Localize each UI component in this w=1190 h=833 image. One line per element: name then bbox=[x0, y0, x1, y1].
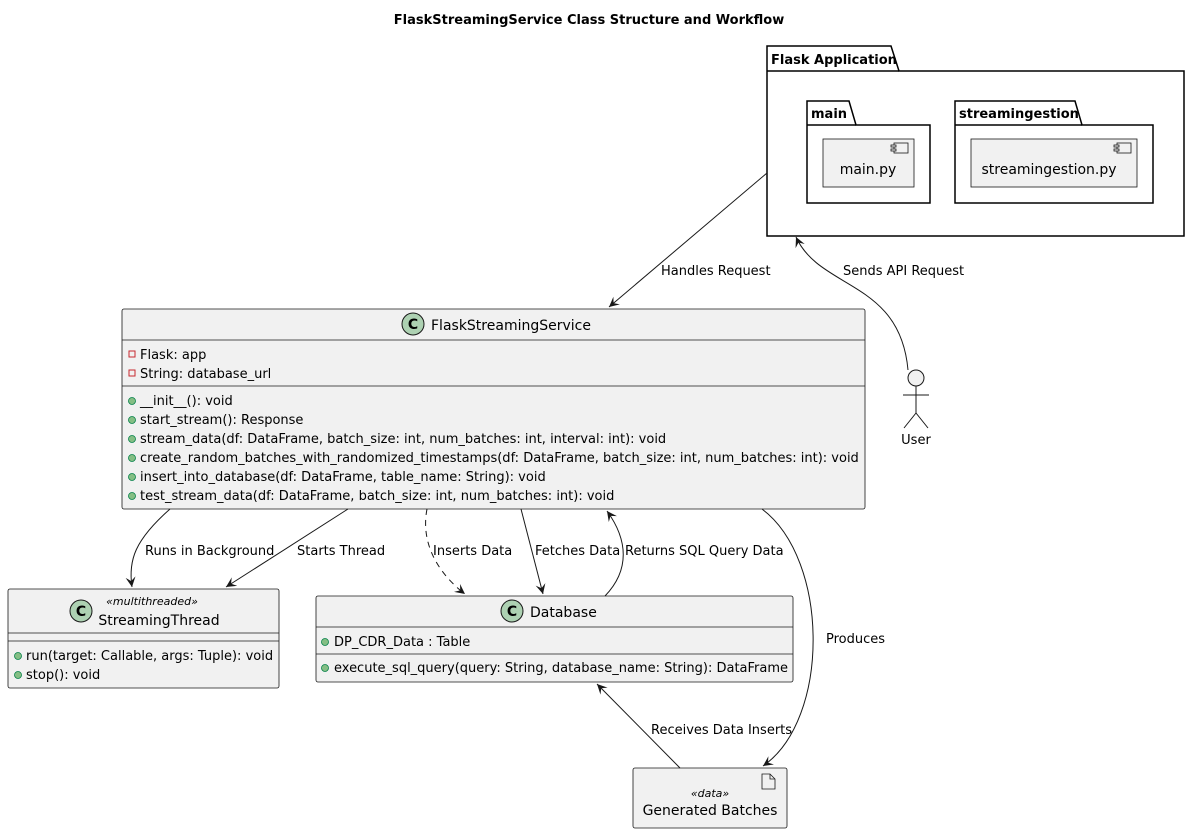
edge-sends-api-request: Sends API Request bbox=[795, 236, 964, 371]
edge-label-starts-thread: Starts Thread bbox=[297, 544, 385, 559]
method-stream-data: stream_data(df: DataFrame, batch_size: i… bbox=[140, 432, 666, 447]
component-icon bbox=[1113, 142, 1132, 154]
svg-text:C: C bbox=[408, 317, 418, 333]
class-badge-icon: C bbox=[500, 599, 524, 623]
actor-user[interactable]: User bbox=[901, 369, 931, 448]
package-label-streamingestion: streamingestion bbox=[959, 107, 1079, 122]
method-start-stream: start_stream(): Response bbox=[140, 413, 303, 428]
edge-inserts-data: Inserts Data bbox=[425, 508, 512, 595]
package-label-flask-application: Flask Application bbox=[771, 53, 897, 68]
method-stop: stop(): void bbox=[26, 668, 100, 683]
edge-label-handles-request: Handles Request bbox=[661, 264, 771, 279]
stereotype-data: «data» bbox=[691, 787, 730, 800]
artifact-generated-batches[interactable]: «data» Generated Batches bbox=[632, 767, 788, 829]
edge-label-receives-data-inserts: Receives Data Inserts bbox=[651, 723, 792, 738]
method-test-stream-data: test_stream_data(df: DataFrame, batch_si… bbox=[140, 489, 614, 504]
edge-runs-in-background: Runs in Background bbox=[125, 508, 274, 588]
package-label-main: main bbox=[811, 107, 847, 122]
public-method-marker-icon bbox=[128, 397, 136, 405]
artifact-label-generated-batches: Generated Batches bbox=[643, 803, 778, 819]
public-field-marker-icon bbox=[321, 638, 329, 646]
field-database-url: String: database_url bbox=[140, 367, 271, 382]
class-name-flask-streaming-service: FlaskStreamingService bbox=[431, 318, 591, 334]
edge-returns-sql-query-data: Returns SQL Query Data bbox=[604, 510, 784, 597]
private-field-marker-icon bbox=[128, 350, 136, 358]
edge-handles-request: Handles Request bbox=[608, 172, 771, 308]
edge-label-fetches-data: Fetches Data bbox=[535, 544, 620, 559]
public-method-marker-icon bbox=[128, 492, 136, 500]
component-streamingestion-py[interactable]: streamingestion.py bbox=[970, 138, 1138, 188]
edge-produces: Produces bbox=[761, 508, 885, 767]
user-actor-icon bbox=[903, 369, 929, 429]
component-label-main-py: main.py bbox=[840, 162, 897, 178]
field-flask-app: Flask: app bbox=[140, 348, 206, 363]
public-method-marker-icon bbox=[14, 652, 22, 660]
class-flask-streaming-service[interactable]: C FlaskStreamingService Flask: app Strin… bbox=[121, 308, 866, 510]
class-database[interactable]: C Database DP_CDR_Data : Table execute_s… bbox=[315, 595, 794, 683]
public-method-marker-icon bbox=[128, 454, 136, 462]
method-insert-into-database: insert_into_database(df: DataFrame, tabl… bbox=[140, 470, 546, 485]
edge-label-sends-api-request: Sends API Request bbox=[843, 264, 964, 279]
public-method-marker-icon bbox=[128, 416, 136, 424]
edge-label-produces: Produces bbox=[826, 632, 885, 647]
component-label-streamingestion-py: streamingestion.py bbox=[981, 162, 1116, 178]
component-icon bbox=[890, 142, 909, 154]
edge-label-returns-sql-query-data: Returns SQL Query Data bbox=[625, 544, 784, 559]
stereotype-multithreaded: «multithreaded» bbox=[106, 595, 198, 608]
diagram-title: FlaskStreamingService Class Structure an… bbox=[394, 13, 784, 28]
private-field-marker-icon bbox=[128, 369, 136, 377]
actor-label-user: User bbox=[901, 433, 931, 448]
svg-text:C: C bbox=[507, 604, 517, 620]
svg-text:C: C bbox=[76, 604, 86, 620]
method-run: run(target: Callable, args: Tuple): void bbox=[26, 649, 273, 664]
method-execute-sql-query: execute_sql_query(query: String, databas… bbox=[334, 661, 788, 676]
public-method-marker-icon bbox=[128, 473, 136, 481]
method-create-random-batches: create_random_batches_with_randomized_ti… bbox=[140, 451, 859, 466]
edge-fetches-data: Fetches Data bbox=[520, 508, 620, 595]
class-streaming-thread[interactable]: C «multithreaded» StreamingThread run(ta… bbox=[7, 588, 280, 689]
field-dp-cdr-data: DP_CDR_Data : Table bbox=[334, 635, 470, 650]
class-badge-icon: C bbox=[401, 312, 425, 336]
edge-label-inserts-data: Inserts Data bbox=[433, 544, 512, 559]
public-method-marker-icon bbox=[128, 435, 136, 443]
method-init: __init__(): void bbox=[139, 394, 233, 409]
edge-receives-data-inserts: Receives Data Inserts bbox=[596, 683, 792, 769]
class-badge-icon: C bbox=[69, 599, 93, 623]
public-method-marker-icon bbox=[14, 671, 22, 679]
artifact-document-icon bbox=[761, 773, 776, 790]
edge-starts-thread: Starts Thread bbox=[225, 508, 385, 588]
class-name-database: Database bbox=[530, 605, 597, 621]
component-main-py[interactable]: main.py bbox=[822, 138, 915, 188]
public-method-marker-icon bbox=[321, 664, 329, 672]
edge-label-runs-in-background: Runs in Background bbox=[145, 544, 274, 559]
class-name-streaming-thread: StreamingThread bbox=[98, 613, 219, 629]
